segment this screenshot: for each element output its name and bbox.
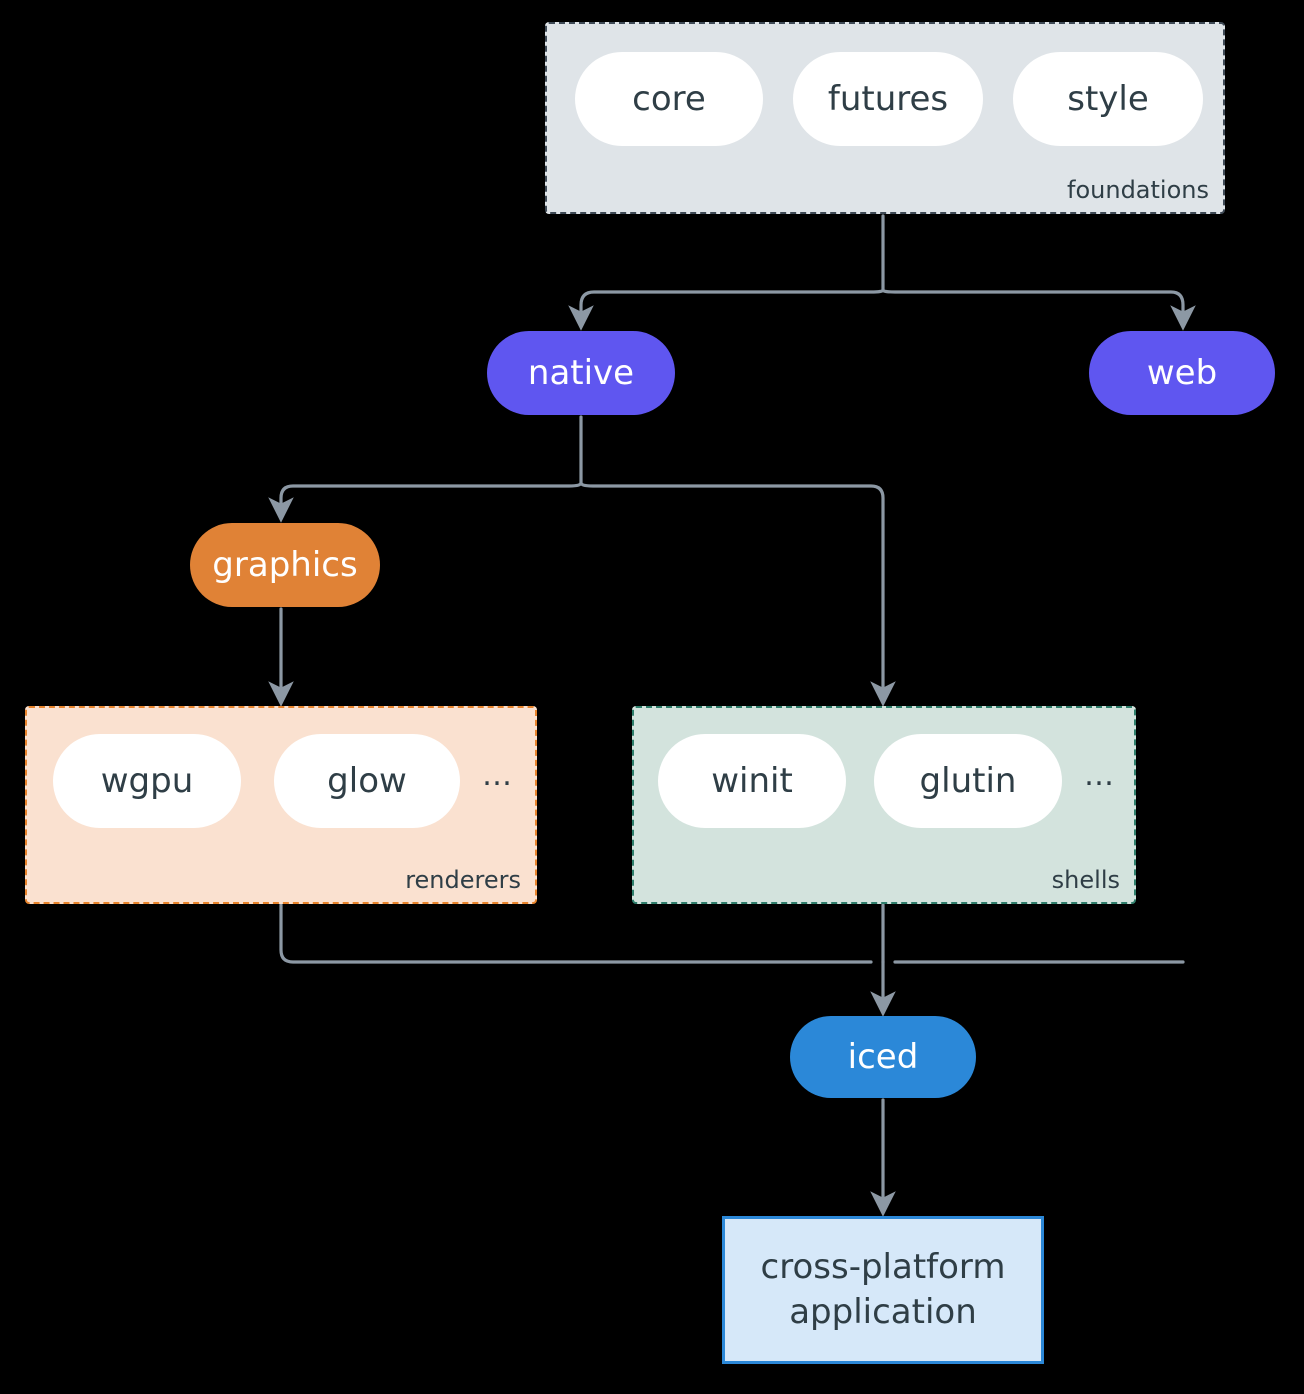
chip-glutin[interactable]: glutin <box>874 734 1062 828</box>
node-graphics[interactable]: graphics <box>190 523 380 607</box>
group-label-renderers: renderers <box>405 866 521 894</box>
renderers-ellipsis: … <box>482 758 513 793</box>
group-shells: winit glutin … shells <box>632 706 1136 904</box>
group-label-foundations: foundations <box>1067 176 1209 204</box>
edge-native-to-graphics <box>268 481 583 523</box>
renderers-chip-row: wgpu glow … <box>53 734 513 828</box>
application-line-1: cross-platform <box>760 1246 1006 1287</box>
chip-core[interactable]: core <box>575 52 763 146</box>
edge-foundations-to-native <box>568 288 885 331</box>
node-iced[interactable]: iced <box>790 1016 976 1098</box>
group-foundations: core futures style foundations <box>545 22 1225 214</box>
chip-style[interactable]: style <box>1013 52 1203 146</box>
chip-winit[interactable]: winit <box>658 734 846 828</box>
chip-glow[interactable]: glow <box>274 734 460 828</box>
edge-native-to-shells <box>579 481 896 707</box>
application-line-2: application <box>789 1292 977 1332</box>
edge-renderers-to-iced <box>279 903 873 964</box>
chip-wgpu[interactable]: wgpu <box>53 734 241 828</box>
group-label-shells: shells <box>1051 866 1120 894</box>
shells-chip-row: winit glutin … <box>658 734 1115 828</box>
group-renderers: wgpu glow … renderers <box>25 706 537 904</box>
node-cross-platform-application[interactable]: cross-platform application <box>722 1216 1044 1364</box>
edge-foundations-to-web <box>881 288 1196 331</box>
foundations-chip-row: core futures style <box>575 52 1203 146</box>
shells-ellipsis: … <box>1084 758 1115 793</box>
chip-futures[interactable]: futures <box>793 52 983 146</box>
node-native[interactable]: native <box>487 331 675 415</box>
node-web[interactable]: web <box>1089 331 1275 415</box>
